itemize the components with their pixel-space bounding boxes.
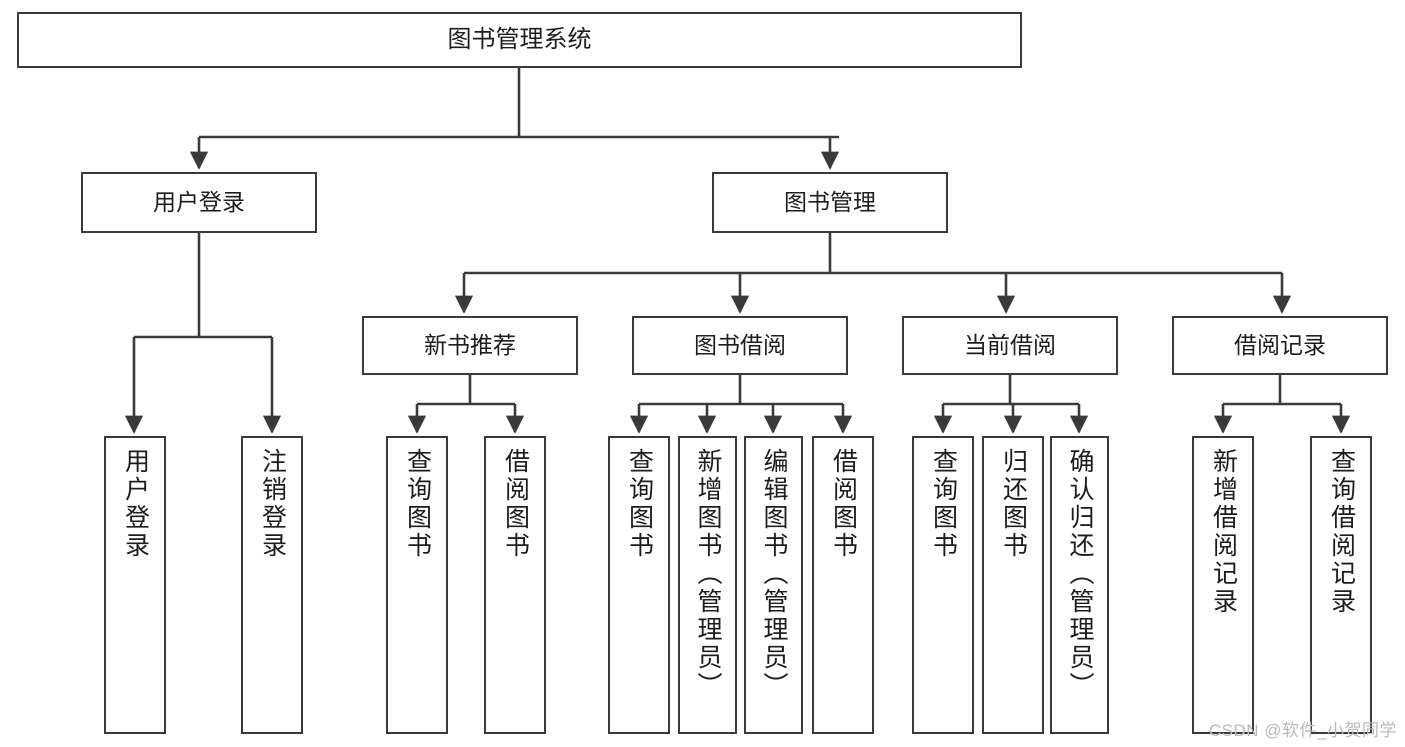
leaf-edit-book-admin[interactable]: 编辑图书（管理员） xyxy=(744,436,803,734)
leaf-label: 查询图书 xyxy=(625,448,654,560)
leaf-label: 用户登录 xyxy=(121,448,150,560)
leaf-label: 编辑图书（管理员） xyxy=(760,448,788,700)
leaf-return-book[interactable]: 归还图书 xyxy=(982,436,1044,734)
watermark: CSDN @软件_小贺同学 xyxy=(1208,721,1397,740)
leaf-query-book-new[interactable]: 查询图书 xyxy=(386,436,448,734)
node-root[interactable]: 图书管理系统 xyxy=(17,12,1022,68)
leaf-label: 查询图书 xyxy=(929,448,958,560)
node-borrow-record[interactable]: 借阅记录 xyxy=(1172,316,1388,375)
leaf-query-book-borrow[interactable]: 查询图书 xyxy=(608,436,670,734)
node-book-borrow-label: 图书借阅 xyxy=(694,331,786,358)
node-book-borrow[interactable]: 图书借阅 xyxy=(632,316,848,375)
leaf-label: 新增图书（管理员） xyxy=(694,448,722,700)
leaf-user-login[interactable]: 用户登录 xyxy=(104,436,166,734)
leaf-label: 确认归还（管理员） xyxy=(1066,448,1094,700)
leaf-borrow-book-new[interactable]: 借阅图书 xyxy=(484,436,546,734)
node-root-label: 图书管理系统 xyxy=(447,25,592,53)
node-current-borrow-label: 当前借阅 xyxy=(964,331,1056,358)
node-user-login-label: 用户登录 xyxy=(153,188,245,215)
node-book-management-label: 图书管理 xyxy=(784,188,876,215)
leaf-label: 查询借阅记录 xyxy=(1327,448,1356,616)
node-book-management[interactable]: 图书管理 xyxy=(712,172,948,233)
leaf-borrow-book[interactable]: 借阅图书 xyxy=(812,436,874,734)
leaf-label: 借阅图书 xyxy=(829,448,858,560)
leaf-confirm-return-admin[interactable]: 确认归还（管理员） xyxy=(1050,436,1109,734)
node-new-book-recommend[interactable]: 新书推荐 xyxy=(362,316,578,375)
node-user-login[interactable]: 用户登录 xyxy=(81,172,317,233)
leaf-add-borrow-record[interactable]: 新增借阅记录 xyxy=(1192,436,1254,734)
leaf-label: 注销登录 xyxy=(258,448,287,560)
leaf-label: 归还图书 xyxy=(999,448,1028,560)
leaf-query-book-current[interactable]: 查询图书 xyxy=(912,436,974,734)
leaf-label: 借阅图书 xyxy=(501,448,530,560)
node-current-borrow[interactable]: 当前借阅 xyxy=(902,316,1118,375)
leaf-query-borrow-record[interactable]: 查询借阅记录 xyxy=(1310,436,1372,734)
node-new-book-recommend-label: 新书推荐 xyxy=(424,331,516,358)
leaf-label: 新增借阅记录 xyxy=(1209,448,1238,616)
leaf-label: 查询图书 xyxy=(403,448,432,560)
leaf-add-book-admin[interactable]: 新增图书（管理员） xyxy=(678,436,737,734)
node-borrow-record-label: 借阅记录 xyxy=(1234,331,1326,358)
leaf-logout[interactable]: 注销登录 xyxy=(241,436,303,734)
